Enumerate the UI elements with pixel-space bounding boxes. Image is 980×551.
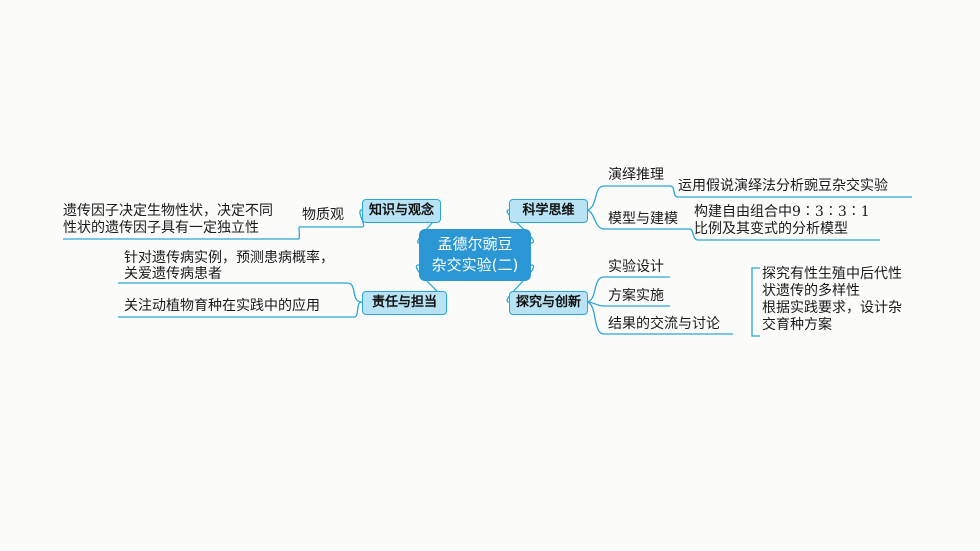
connector-responsibility-item1	[346, 282, 363, 303]
branch-inquiry: 探究与创新	[509, 291, 588, 315]
inquiry-detail-line2: 状遗传的多样性	[762, 283, 860, 299]
inquiry-item2: 方案实施	[608, 288, 664, 304]
inquiry-detail-line1: 探究有性生殖中后代性	[762, 266, 902, 282]
thinking-item1: 演绎推理	[608, 167, 664, 183]
connector-item1-detail	[669, 185, 679, 198]
connector-thinking-item1	[585, 185, 605, 211]
central-topic-line1: 孟德尔豌豆	[437, 235, 513, 253]
branch-thinking: 科学思维	[509, 199, 588, 223]
knowledge-detail-line1: 遗传因子决定生物性状，决定不同	[63, 203, 273, 219]
connector-thinking-item2	[585, 209, 605, 230]
connector-inquiry-item1	[585, 276, 605, 303]
thinking-item2-detail-line2: 比例及其变式的分析模型	[694, 221, 848, 237]
responsibility-item1-line1: 针对遗传病实例，预测患病概率，	[124, 250, 334, 266]
inquiry-item1: 实验设计	[608, 259, 664, 275]
connector-center-thinking	[506, 209, 535, 244]
connector-center-inquiry	[506, 264, 535, 303]
central-topic-line2: 杂交实验(二)	[431, 256, 519, 274]
thinking-item2: 模型与建模	[608, 211, 678, 227]
inquiry-item3: 结果的交流与讨论	[608, 316, 720, 332]
central-topic: 孟德尔豌豆 杂交实验(二)	[419, 229, 531, 281]
branch-responsibility: 责任与担当	[362, 291, 447, 315]
thinking-item1-detail: 运用假说演绎法分析豌豆杂交实验	[678, 178, 888, 194]
responsibility-item1-line2: 关爱遗传病患者	[124, 266, 222, 282]
connector-inquiry-item3	[585, 301, 605, 335]
responsibility-item2: 关注动植物育种在实践中的应用	[124, 298, 320, 314]
connector-responsibility-item2	[353, 301, 363, 318]
connector-knowledge-sub	[359, 209, 365, 228]
inquiry-detail-line4: 交育种方案	[762, 317, 832, 333]
connector-item2-detail	[689, 228, 699, 241]
thinking-item2-detail-line1: 构建自由组合中9∶3∶3∶1	[694, 204, 870, 220]
branch-knowledge: 知识与观念	[362, 199, 441, 223]
knowledge-detail-line2: 性状的遗传因子具有一定独立性	[63, 220, 259, 236]
bracket-inquiry-detail	[751, 267, 760, 337]
inquiry-detail-line3: 根据实践要求，设计杂	[762, 300, 902, 316]
knowledge-sub-label: 物质观	[302, 207, 344, 223]
